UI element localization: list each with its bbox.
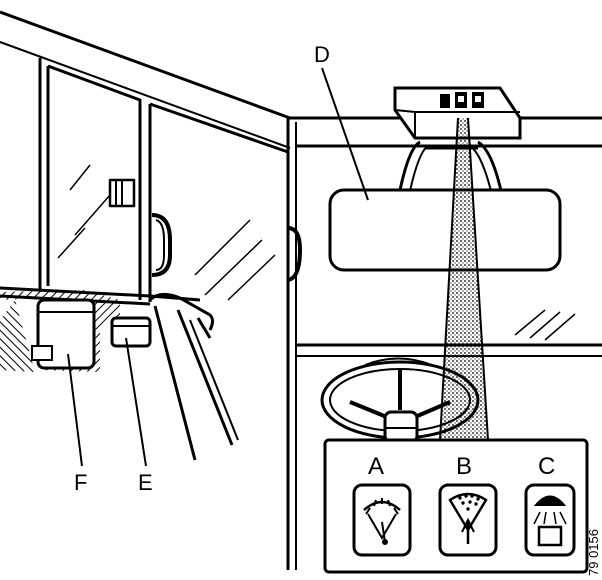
figure-number: 79 0156 — [586, 529, 601, 576]
windscreen-spray-icon — [438, 483, 498, 557]
cab-side-frame — [0, 10, 302, 320]
dash-left — [148, 293, 239, 461]
switch-panel-inset — [323, 438, 589, 574]
callout-a: A — [368, 453, 384, 480]
interior-lamp-icon — [524, 483, 576, 557]
rear-view-mirror-d — [328, 140, 562, 272]
rear-window-frame — [286, 116, 602, 570]
steering-wheel — [320, 357, 480, 444]
wiper-interval-dial-icon — [352, 483, 412, 557]
leader-lines — [67, 67, 369, 467]
reservoir-f — [0, 290, 120, 372]
console-switches — [440, 92, 484, 108]
callout-e: E — [138, 470, 153, 495]
pump-e — [110, 316, 152, 348]
callout-f: F — [74, 470, 87, 495]
callout-b: B — [456, 453, 472, 480]
callout-d: D — [314, 42, 330, 67]
callout-c: C — [538, 453, 555, 480]
overhead-console — [393, 86, 522, 140]
projection-beam — [439, 117, 489, 441]
